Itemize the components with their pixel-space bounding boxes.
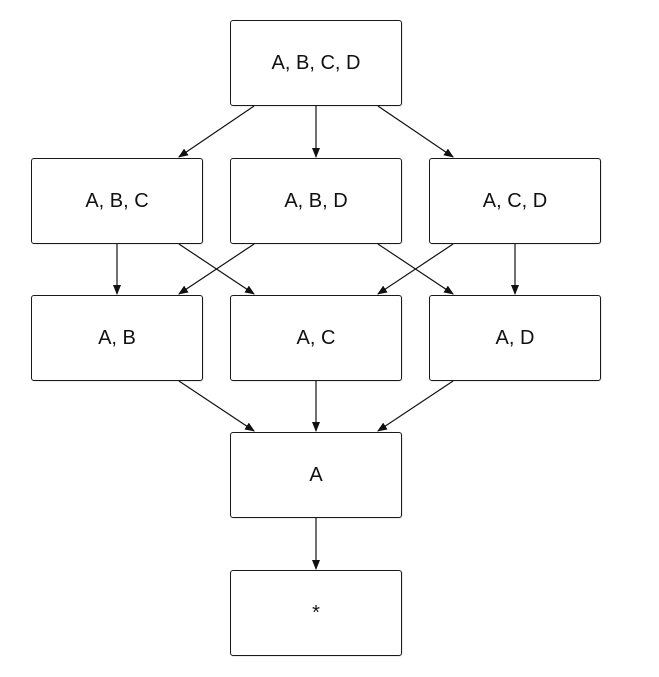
edge-ad-to-a <box>377 380 454 432</box>
node-star: * <box>230 570 402 656</box>
node-label: A, B, C, D <box>271 51 361 74</box>
node-label: A, C <box>296 326 336 349</box>
node-a: A <box>230 432 402 518</box>
node-abd: A, B, D <box>230 158 402 244</box>
edge-abcd-to-abc <box>178 105 255 158</box>
node-label: A <box>309 463 323 486</box>
node-acd: A, C, D <box>429 158 601 244</box>
edge-ab-to-a <box>178 380 255 432</box>
node-ab: A, B <box>31 295 203 381</box>
node-label: A, B <box>98 326 136 349</box>
node-label: A, C, D <box>482 189 548 212</box>
node-abc: A, B, C <box>31 158 203 244</box>
edge-acd-to-ac <box>377 243 454 295</box>
node-label: A, B, C <box>85 189 149 212</box>
node-ad: A, D <box>429 295 601 381</box>
node-abcd: A, B, C, D <box>230 20 402 106</box>
edge-abcd-to-acd <box>377 105 454 158</box>
node-label: * <box>312 601 320 624</box>
node-label: A, D <box>495 326 535 349</box>
node-ac: A, C <box>230 295 402 381</box>
node-label: A, B, D <box>284 189 348 212</box>
edge-abd-to-ab <box>178 243 255 295</box>
